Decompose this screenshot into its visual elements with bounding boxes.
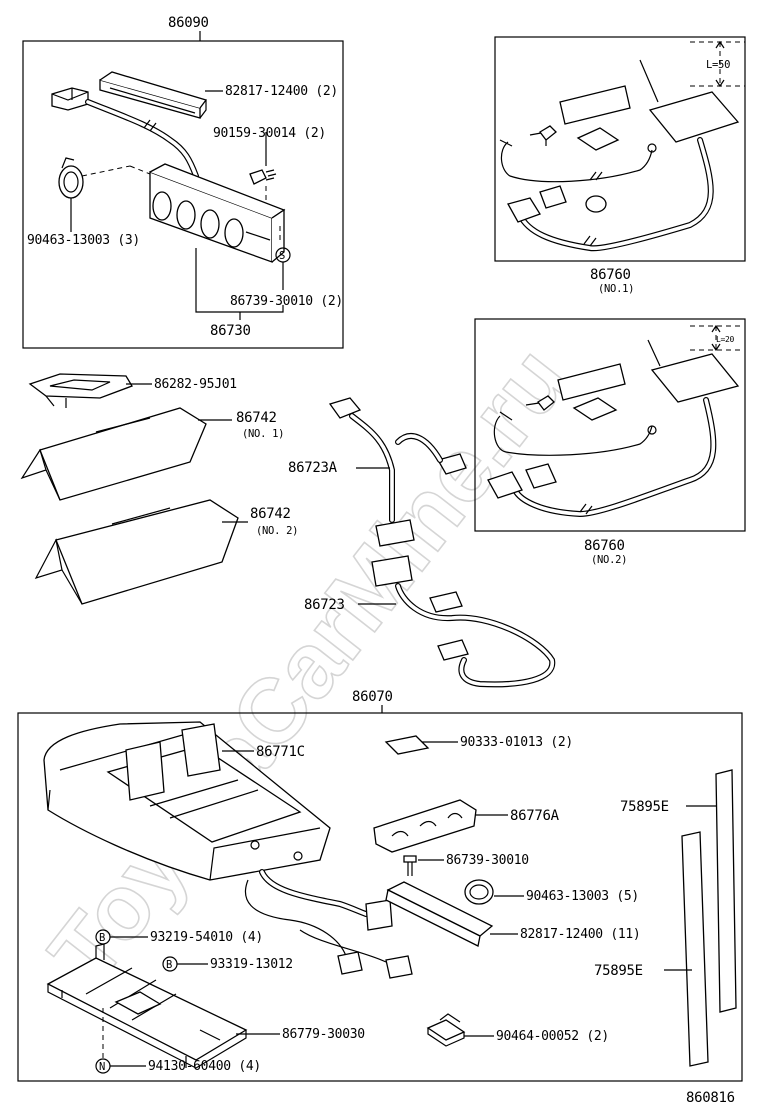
pad-2b [572,397,618,421]
label-86776a: 86776A [510,808,560,824]
diagram-id: 860816 [686,1090,735,1106]
sensor-plate-2 [650,353,740,403]
dim-l50: L=50 [706,59,730,71]
group-86760-no2: L=20 86760 (NO.2) [474,318,746,566]
group-86090: 86090 82817-12400 (2) 90159-30014 (2) [22,15,344,349]
badge-b1-text: B [99,932,105,944]
label-90159-30014: 90159-30014 (2) [213,126,326,141]
connector-plug [51,87,199,179]
tape-82817-12400 [99,71,208,119]
pad-1b [576,127,620,151]
screw-90159 [249,169,277,185]
clamp-90463-b [464,879,494,905]
clamp-90463 [58,157,84,199]
connector-1b [539,185,567,209]
strip-75895e-2 [681,831,709,1067]
label-86282-95j01: 86282-95J01 [154,377,237,392]
box-86090 [22,40,344,349]
label-86739-30010-b: 86739-30010 [446,853,529,868]
group-86070: 86070 86771C 90333-01013 (2) [17,689,743,1082]
label-86771c: 86771C [256,744,305,760]
label-86723: 86723 [304,597,345,613]
label-75895e-1: 75895E [620,799,669,815]
bezel-86282: 86282-95J01 [28,373,237,408]
box-86070 [17,712,743,1082]
cover-86742-no1: 86742 (NO. 1) [20,407,284,501]
label-86070: 86070 [352,689,393,705]
label-86760-no1: 86760 [590,267,631,283]
label-86760-no2: 86760 [584,538,625,554]
label-82817-12400-b: 82817-12400 (11) [520,927,640,942]
bracket-plate-86779 [46,943,248,1069]
label-93319-13012: 93319-13012 [210,957,293,972]
harness-connector-main [365,899,393,931]
connector-2b [525,463,557,489]
clamp-1 [585,195,607,213]
connector-1a [507,197,541,223]
sensor-plate-1 [648,91,740,143]
label-86090: 86090 [168,15,209,31]
label-86723a: 86723A [288,460,338,476]
harness-connector-a [337,951,363,975]
box-86760-no1 [494,36,746,262]
harness-connector-b [385,955,413,979]
label-90463-13003-b: 90463-13003 (5) [526,889,639,904]
label-86742-no2-sub: (NO. 2) [256,525,298,537]
badge-n-text: N [99,1061,105,1073]
label-86760-no2-sub: (NO.2) [591,554,627,566]
amplifier-unit [43,721,331,881]
pad-2a [557,363,626,401]
dim-l20: L=20 [716,335,735,344]
gauge-cluster-86730 [149,163,286,263]
label-82817-12400-a: 82817-12400 (2) [225,84,338,99]
label-86760-no1-sub: (NO.1) [598,283,634,295]
cover-86742-no2: 86742 (NO. 2) [34,499,298,605]
harness-86723: 86723 [304,555,556,688]
label-75895e-2: 75895E [594,963,643,979]
strip-75895e-1 [715,769,737,1013]
label-93219-54010: 93219-54010 (4) [150,930,263,945]
label-94130-60400: 94130-60400 (4) [148,1059,261,1074]
bracket-86776a [373,799,477,853]
box-86760-no2 [474,318,746,532]
label-86742-no2: 86742 [250,506,291,522]
pad-90333 [384,735,430,755]
label-86742-no1: 86742 [236,410,277,426]
label-86739-30010-a: 86739-30010 (2) [230,294,343,309]
group-86760-no1: L=50 86760 (NO.1) [494,36,746,295]
label-90333-01013: 90333-01013 (2) [460,735,573,750]
harness-86723a: 86723A [288,397,467,547]
badge-b2-text: B [166,959,172,971]
badge-s-text: S [279,250,285,262]
connector-2a [487,471,523,499]
label-90463-13003-a: 90463-13003 (3) [27,233,140,248]
label-86730: 86730 [210,323,251,339]
label-86742-no1-sub: (NO. 1) [242,428,284,440]
pad-1a [559,85,631,125]
label-86779-30030: 86779-30030 [282,1027,365,1042]
label-90464-00052: 90464-00052 (2) [496,1029,609,1044]
